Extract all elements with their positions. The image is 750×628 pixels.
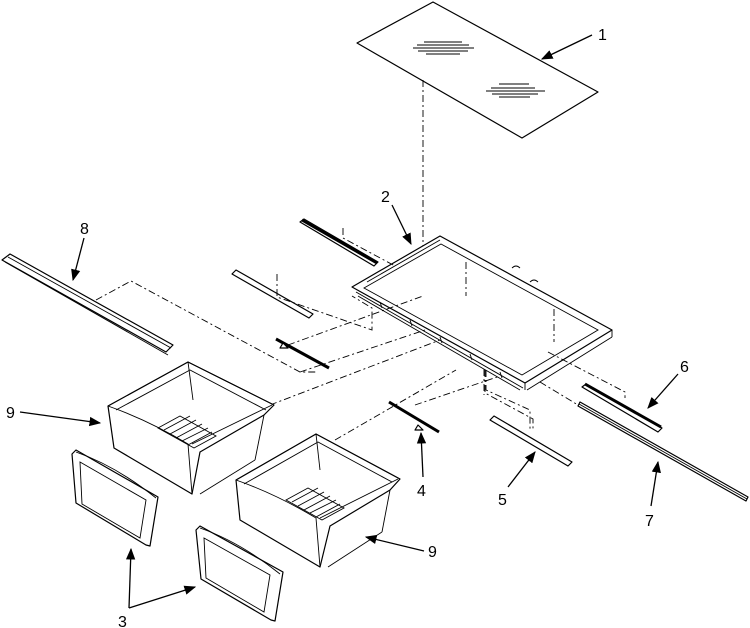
upper-trim-strip	[299, 218, 396, 267]
callout-1: 1	[540, 27, 607, 60]
callout-6: 6	[647, 359, 689, 409]
svg-text:5: 5	[498, 492, 507, 509]
callout-3: 3	[118, 547, 197, 628]
pin-left	[275, 295, 424, 370]
svg-text:8: 8	[80, 221, 89, 238]
callout-5: 5	[498, 451, 536, 509]
shelf-frame	[351, 235, 613, 395]
svg-text:1: 1	[598, 27, 607, 44]
drawer-front-cover-right	[195, 525, 284, 622]
callout-9-right: 9	[364, 534, 437, 561]
trim-strip	[581, 382, 663, 433]
svg-text:4: 4	[417, 483, 426, 500]
long-rail	[577, 401, 749, 502]
callout-4: 4	[416, 431, 427, 500]
svg-text:7: 7	[645, 513, 654, 530]
guide-lines	[269, 329, 626, 441]
drawer-front-cover-left	[71, 449, 159, 547]
crisper-drawer-left	[107, 361, 275, 495]
rod	[484, 370, 573, 467]
channel-rail	[1, 253, 318, 373]
svg-text:6: 6	[680, 359, 689, 376]
callout-2: 2	[381, 189, 412, 246]
callout-7: 7	[645, 460, 661, 530]
callout-9-left: 9	[6, 405, 102, 427]
callout-8: 8	[71, 221, 89, 282]
svg-text:2: 2	[381, 189, 390, 206]
glass-shelf-panel	[356, 1, 599, 139]
rod-upper	[231, 269, 373, 331]
svg-text:9: 9	[6, 405, 15, 422]
crisper-drawer-right	[235, 433, 401, 568]
svg-text:3: 3	[118, 614, 127, 628]
svg-text:9: 9	[428, 544, 437, 561]
slide-pin	[388, 400, 440, 434]
